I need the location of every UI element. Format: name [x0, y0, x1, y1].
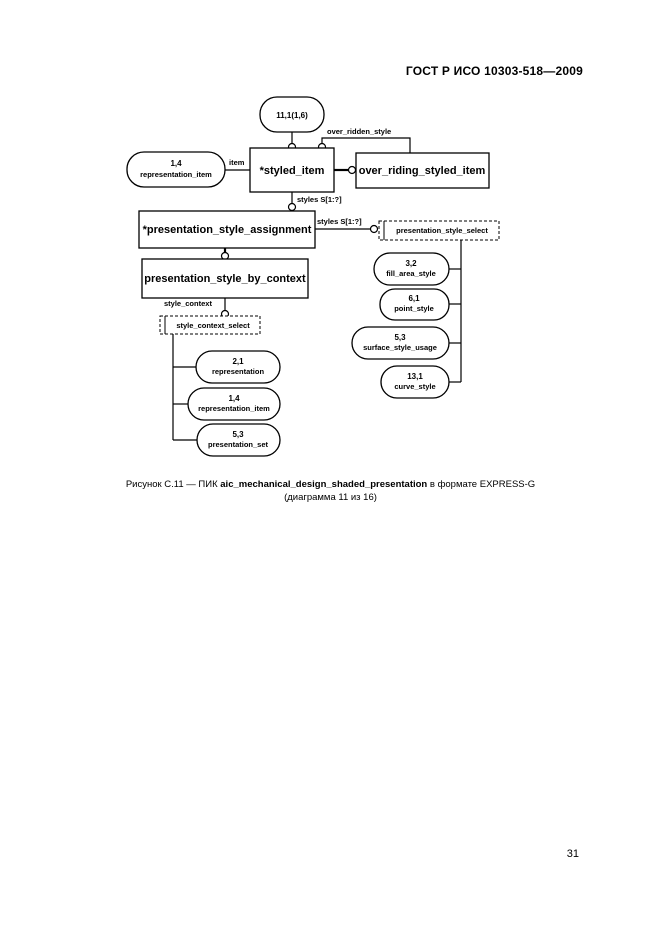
entity-label: over_riding_styled_item	[359, 165, 486, 177]
ref-num: 5,3	[232, 430, 244, 439]
caption-schema-name: aic_mechanical_design_shaded_presentatio…	[220, 479, 428, 490]
attribute-label: item	[229, 158, 245, 167]
ref-oval-surface-style-usage	[351, 326, 450, 360]
ref-name: curve_style	[394, 382, 435, 391]
ref-num: 3,2	[405, 259, 417, 268]
caption-suffix: в формате EXPRESS-G	[427, 479, 536, 490]
ref-oval-presentation-set	[196, 423, 281, 457]
ref-oval-curve-style	[380, 365, 450, 399]
entity-label: *presentation_style_assignment	[143, 224, 312, 236]
ref-num: 2,1	[232, 357, 244, 366]
ref-name: representation_item	[140, 170, 212, 179]
entity-label: presentation_style_by_context	[144, 273, 306, 285]
entity-presentation-style-assignment	[138, 210, 316, 249]
attribute-label: over_ridden_style	[327, 127, 391, 136]
entity-styled-item	[249, 147, 335, 193]
ref-name: representation	[212, 367, 265, 376]
ref-name: point_style	[394, 304, 434, 313]
select-label: presentation_style_select	[396, 226, 488, 235]
relation-circle	[287, 202, 297, 212]
relation-circle	[369, 224, 379, 234]
ref-name: presentation_set	[208, 440, 269, 449]
select-style-context-select	[159, 315, 261, 335]
select-label: style_context_select	[176, 321, 250, 330]
ref-num: 5,3	[394, 333, 406, 342]
ref-oval-top	[259, 96, 325, 133]
ref-label-top: 11,1(1,6)	[276, 111, 308, 120]
ref-oval-representation	[195, 350, 281, 384]
relation-line-over-ridden-style	[321, 137, 411, 153]
caption-line-1: Рисунок С.11 — ПИК aic_mechanical_design…	[0, 478, 661, 491]
ref-oval-point-style	[379, 288, 450, 321]
standard-header: ГОСТ Р ИСО 10303-518—2009	[405, 64, 583, 78]
entity-presentation-style-by-context	[141, 258, 309, 299]
ref-oval-fill-area-style	[373, 252, 450, 286]
page-number: 31	[566, 848, 579, 860]
relation-circle	[347, 165, 357, 175]
ref-name: surface_style_usage	[363, 343, 437, 352]
attribute-label: styles S[1:?]	[317, 217, 362, 226]
entity-over-riding-styled-item	[355, 152, 490, 189]
ref-name: representation_item	[198, 404, 270, 413]
attribute-label: style_context	[164, 299, 212, 308]
ref-name: fill_area_style	[386, 269, 436, 278]
select-presentation-style-select	[378, 220, 500, 241]
caption-prefix: Рисунок С.11 — ПИК	[125, 479, 221, 490]
ref-oval-representation-item-2	[187, 387, 281, 421]
entity-label: *styled_item	[260, 165, 325, 177]
ref-num: 6,1	[408, 294, 420, 303]
ref-num: 13,1	[407, 372, 423, 381]
ref-num: 1,4	[170, 159, 182, 168]
attribute-label: styles S[1:?]	[297, 195, 342, 204]
caption-line-2: (диаграмма 11 из 16)	[284, 492, 377, 503]
ref-num: 1,4	[228, 394, 240, 403]
figure-caption: Рисунок С.11 — ПИК aic_mechanical_design…	[0, 478, 661, 504]
ref-oval-representation-item	[126, 151, 226, 188]
